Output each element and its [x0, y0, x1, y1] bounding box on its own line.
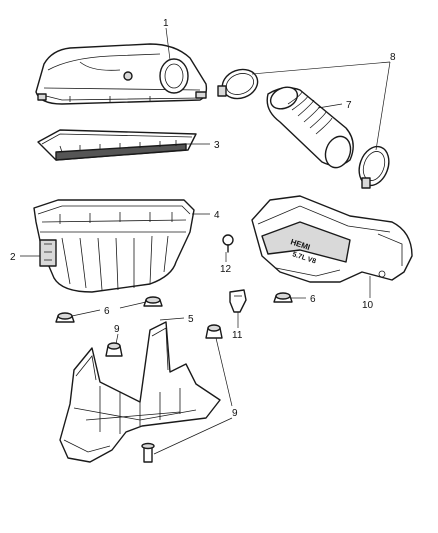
callout-6-left: 6 — [104, 306, 110, 317]
sensor — [229, 289, 247, 313]
callout-1: 1 — [163, 18, 169, 29]
callout-6-right: 6 — [310, 294, 316, 305]
nut-right — [205, 324, 223, 339]
engine-cover: HEMI 5.7L V8 — [251, 195, 413, 283]
callout-9-lower: 9 — [232, 408, 238, 419]
air-filter-element — [37, 129, 197, 161]
callout-8: 8 — [390, 52, 396, 63]
leader-lines — [20, 27, 391, 455]
callout-2: 2 — [10, 252, 16, 263]
callout-5: 5 — [188, 314, 194, 325]
callout-labels: 1 2 3 4 5 6 6 7 8 9 9 10 11 12 — [10, 18, 396, 419]
hose-clamp-lower — [358, 145, 390, 189]
callout-11: 11 — [232, 330, 243, 341]
grommet-right — [273, 292, 293, 303]
grommet-center — [143, 296, 163, 307]
air-cleaner-cover — [35, 43, 208, 105]
callout-3: 3 — [214, 140, 220, 151]
nut-left — [105, 342, 123, 357]
air-cleaner-housing-body — [33, 199, 195, 293]
intake-hose — [266, 86, 354, 169]
callout-12: 12 — [220, 264, 232, 275]
callout-4: 4 — [214, 210, 220, 221]
air-cleaner-tray — [59, 321, 221, 463]
callout-7: 7 — [346, 100, 352, 111]
bolt-bottom — [141, 442, 155, 463]
hose-clamp-upper — [217, 68, 259, 100]
callout-9-upper: 9 — [114, 324, 120, 335]
push-clip — [222, 234, 234, 253]
callout-10: 10 — [362, 300, 374, 311]
grommet-left — [55, 312, 75, 323]
